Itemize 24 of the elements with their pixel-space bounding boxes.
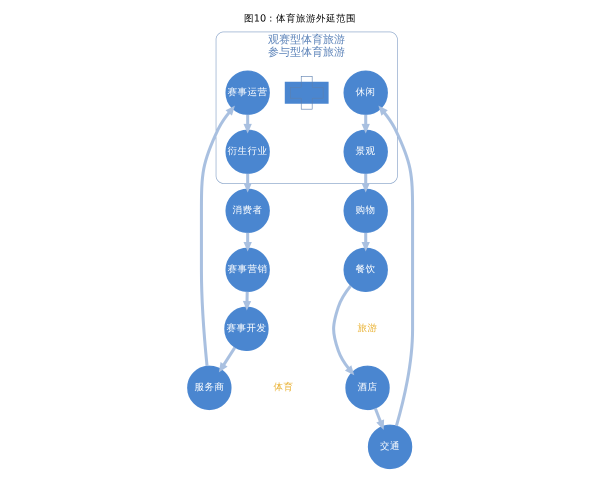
- node-circle: 餐饮: [344, 248, 388, 292]
- label: 体育: [274, 382, 294, 394]
- arrow: [243, 174, 252, 193]
- node-circle: 赛事营销: [225, 248, 270, 292]
- node-circle: 赛事开发: [224, 306, 269, 352]
- node-circle: 购物: [344, 188, 388, 233]
- node-circle: 服务商: [187, 366, 232, 410]
- arrow: [218, 346, 236, 372]
- arrow: [362, 174, 370, 193]
- arrow: [362, 232, 370, 252]
- node-circle: 景观: [344, 130, 388, 174]
- arrow: [243, 232, 252, 252]
- arrow: [362, 114, 370, 134]
- arrow: [200, 106, 235, 366]
- arrow: [242, 292, 252, 311]
- node-circle: 衍生行业: [225, 130, 270, 174]
- arrow: [378, 106, 414, 426]
- label: 旅游: [358, 323, 378, 334]
- node-circle: 交通: [368, 424, 412, 470]
- diagram-title: 图10：体育旅游外延范围: [244, 13, 356, 24]
- arrow: [243, 114, 252, 134]
- node-circle: 消费者: [225, 188, 270, 233]
- arrow: [332, 284, 354, 376]
- arrow: [374, 408, 384, 430]
